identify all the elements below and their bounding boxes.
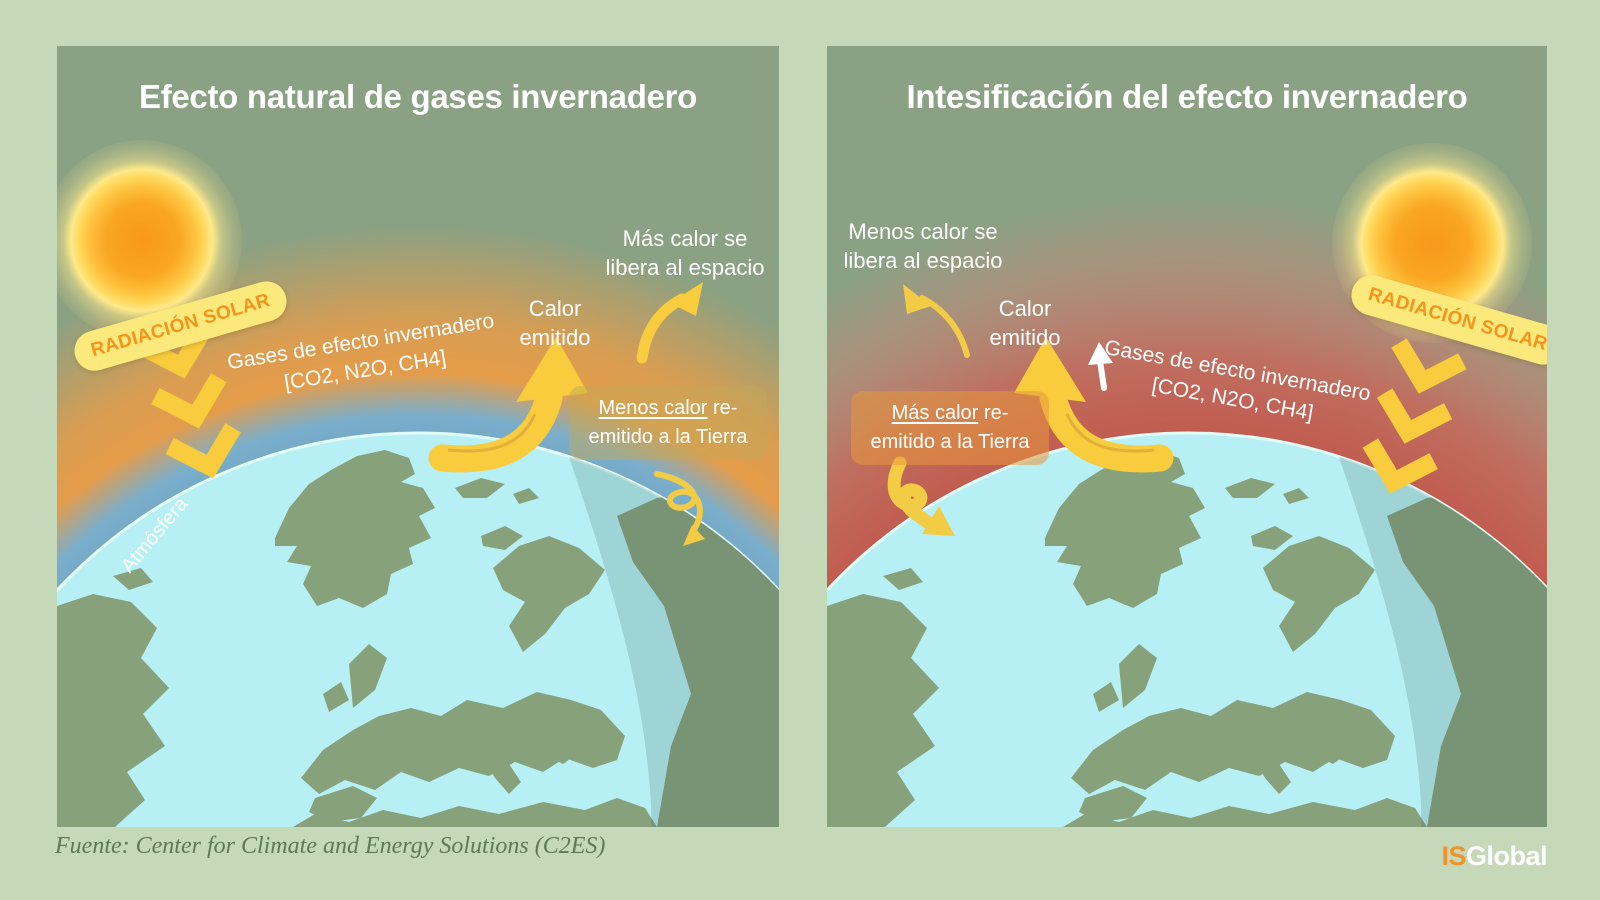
isglobal-logo: ISGlobal [1441,841,1547,872]
natural-effect-panel: Efecto natural de gases invernadero RADI… [57,46,779,827]
heat-emitted-label: Calor emitido [989,296,1061,350]
gases-increase-arrow-icon [1088,342,1113,391]
isglobal-logo-prefix: IS [1441,841,1466,871]
page-title-right: Intesificación del efecto invernadero [906,78,1468,115]
released-to-space-label: Menos calor se libera al espacio [843,219,1003,273]
released-to-space-arrow-icon [903,284,970,358]
reemitted-heat-arrow-icon [654,471,705,546]
source-attribution: Fuente: Center for Climate and Energy So… [55,833,606,859]
intensified-effect-panel: Intesificación del efecto invernadero RA… [827,46,1547,827]
heat-emitted-arrow-icon [1014,337,1174,473]
reemitted-heat-rest: re-emitido a la Tierra [870,402,1030,453]
page-title-left: Efecto natural de gases invernadero [138,78,698,115]
natural-effect-illustration [57,226,779,827]
released-to-space-label: Más calor se libera al espacio [605,226,765,280]
reemitted-heat-highlight: Menos calor [598,397,708,419]
reemitted-heat-arrow-icon [887,456,955,536]
reemitted-heat-label: Menos calor re-emitido a la Tierra [569,386,767,460]
heat-emitted-arrow-icon [428,337,588,473]
heat-emitted-label: Calor emitido [519,296,591,350]
intensified-effect-illustration [827,196,1547,827]
released-to-space-arrow-icon [636,282,703,364]
reemitted-heat-rest: re-emitido a la Tierra [588,397,748,448]
isglobal-logo-suffix: Global [1465,841,1548,871]
reemitted-heat-label: Más calor re-emitido a la Tierra [851,391,1049,465]
reemitted-heat-highlight: Más calor [891,402,979,424]
